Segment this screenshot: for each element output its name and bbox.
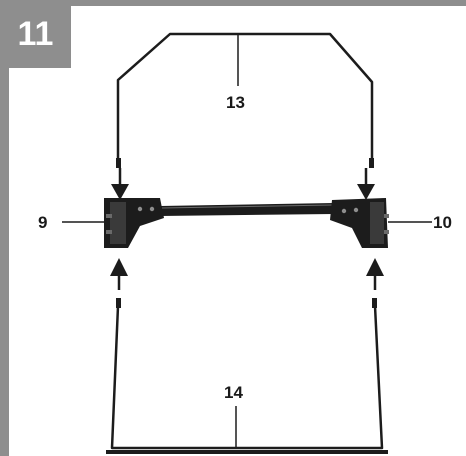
upper-handle-right-tip <box>369 158 374 168</box>
arrow-up-right-icon <box>366 258 384 290</box>
crossbar-highlight <box>161 204 333 209</box>
panel-border-left <box>0 0 9 456</box>
panel-border-top <box>0 0 466 6</box>
arrow-up-left-icon <box>110 258 128 290</box>
callout-label-14: 14 <box>224 383 243 402</box>
lower-handle-right-tip <box>372 298 377 308</box>
callout-label-10: 10 <box>433 213 452 232</box>
arrow-down-left-icon <box>111 168 129 200</box>
left-bracket-part <box>104 198 164 248</box>
lower-handle-left-tip <box>116 298 121 308</box>
crossbar-part <box>160 203 334 216</box>
right-bracket-part <box>330 198 389 248</box>
callout-label-9: 9 <box>38 213 47 232</box>
lower-handle-part <box>110 305 384 450</box>
upper-handle-part <box>116 32 374 160</box>
callout-label-13: 13 <box>226 93 245 112</box>
upper-handle-left-tip <box>116 158 121 168</box>
arrow-down-right-icon <box>357 168 375 200</box>
step-number-badge: 11 <box>0 0 71 68</box>
